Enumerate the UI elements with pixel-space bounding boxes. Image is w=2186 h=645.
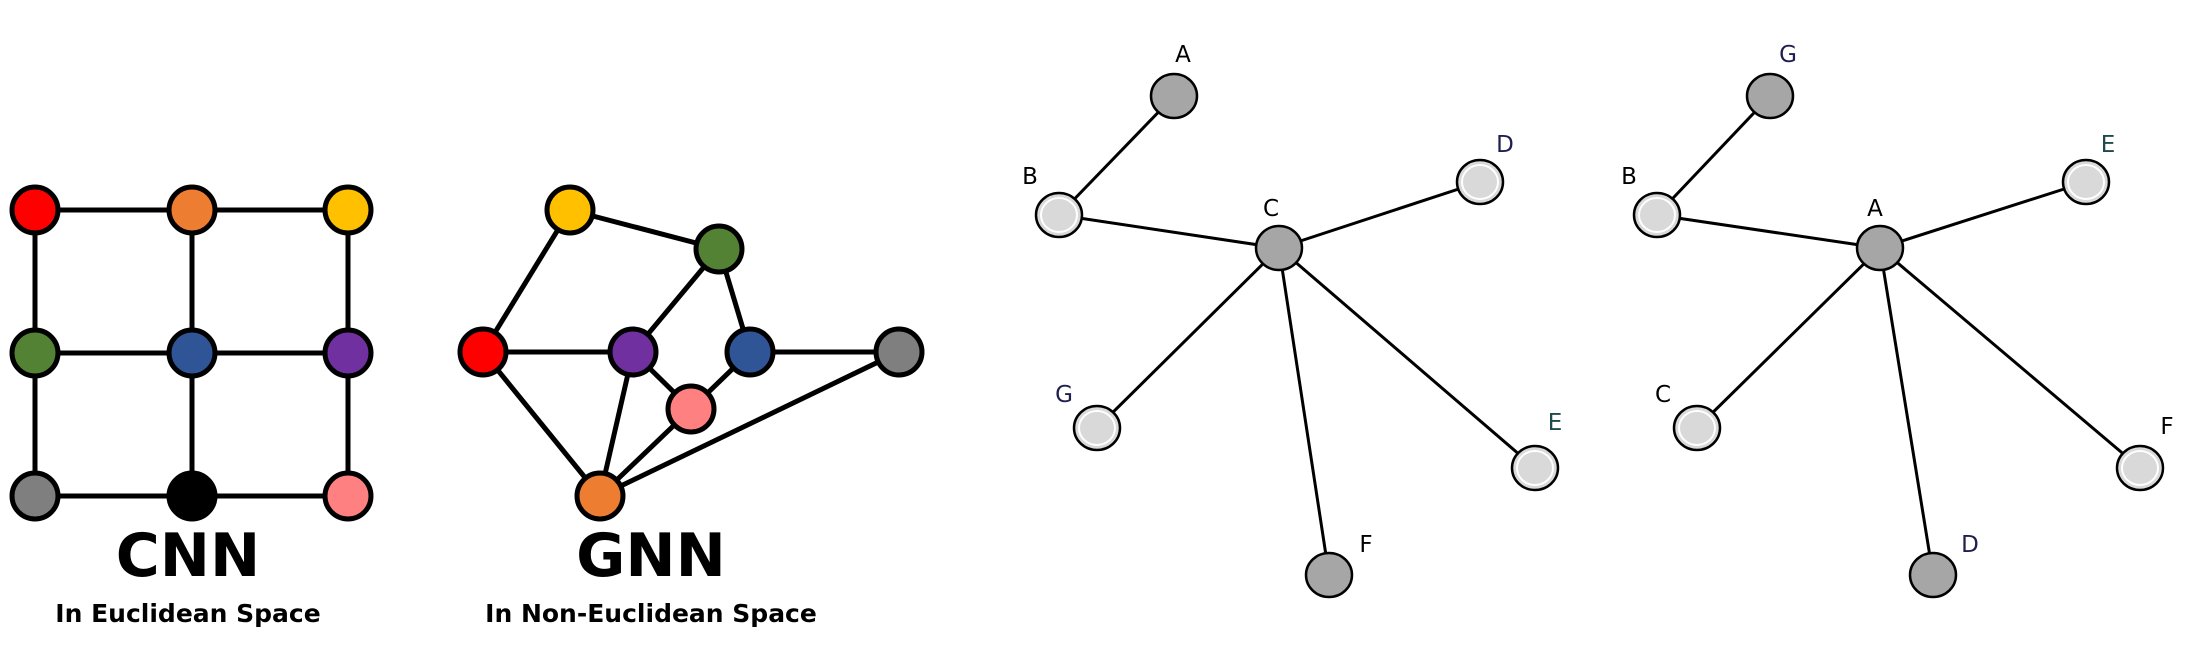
node-yellow [544, 184, 596, 236]
node-label-A: A [1175, 42, 1191, 68]
gnn-title: GNN [576, 521, 726, 591]
node-label-E: E [1548, 410, 1563, 436]
edge-C-F [1277, 247, 1331, 576]
node-r3c2 [166, 470, 218, 522]
edge-A-D [1878, 247, 1935, 576]
node-r2c2 [166, 327, 218, 379]
node-label-B: B [1022, 164, 1038, 190]
edge-G-B [1655, 94, 1772, 217]
edge-C-E [1278, 246, 1536, 470]
node-C-highlight [1678, 410, 1716, 446]
node-label-D: D [1961, 532, 1979, 558]
node-r1c2 [166, 184, 218, 236]
node-gray [873, 326, 925, 378]
node-E-highlight [2067, 164, 2105, 200]
node-F [1304, 551, 1354, 599]
node-label-B: B [1621, 164, 1637, 190]
node-label-G: G [1779, 42, 1797, 68]
node-A [1149, 72, 1199, 120]
gnn-subtitle: In Non-Euclidean Space [485, 599, 817, 628]
node-red [457, 326, 509, 378]
edge-orange-gray [598, 349, 901, 499]
node-label-C: C [1655, 382, 1671, 408]
edge-C-D [1278, 180, 1481, 250]
star-graph-center-c: A B C D G E F [1022, 42, 1563, 599]
node-label-D: D [1496, 132, 1514, 158]
node-B [1632, 191, 1682, 239]
cnn-title: CNN [116, 521, 260, 591]
gnn-graph [457, 184, 925, 522]
node-r2c1 [9, 327, 61, 379]
node-r3c1 [9, 470, 61, 522]
node-F-highlight [2121, 450, 2159, 486]
node-label-A: A [1867, 196, 1883, 222]
node-purple [607, 326, 659, 378]
edge-A-B [1057, 94, 1176, 217]
node-E-highlight [1516, 450, 1554, 486]
node-C [1672, 404, 1722, 452]
edge-A-E [1879, 180, 2087, 250]
edge-yellow-green [569, 207, 720, 252]
node-B [1034, 191, 1084, 239]
star-graph-center-a: G B A E C F D [1621, 42, 2174, 599]
node-r2c3 [322, 327, 374, 379]
node-orange [574, 470, 626, 522]
node-G-highlight [1078, 410, 1116, 446]
node-D [1455, 158, 1505, 206]
edge-C-G [1095, 246, 1281, 430]
node-label-C: C [1263, 196, 1279, 222]
node-label-F: F [2160, 414, 2173, 440]
node-label-G: G [1055, 382, 1073, 408]
node-pink [665, 383, 717, 435]
node-E [1510, 444, 1560, 492]
node-G [1745, 72, 1795, 120]
edge-A-F [1879, 246, 2141, 470]
edge-yellow-red [480, 208, 573, 354]
node-label-F: F [1359, 532, 1372, 558]
node-D-highlight [1461, 164, 1499, 200]
node-C [1254, 224, 1304, 272]
node-D [1908, 551, 1958, 599]
node-r1c3 [322, 184, 374, 236]
node-blue [724, 326, 776, 378]
edge-A-C [1695, 246, 1882, 430]
edge-B-A [1656, 213, 1881, 250]
node-r1c1 [9, 184, 61, 236]
node-B-highlight [1638, 197, 1676, 233]
node-r3c3 [322, 470, 374, 522]
node-label-E: E [2101, 132, 2116, 158]
node-B-highlight [1040, 197, 1078, 233]
cnn-subtitle: In Euclidean Space [55, 599, 320, 628]
node-G [1072, 404, 1122, 452]
edge-B-C [1058, 213, 1280, 250]
node-F [2115, 444, 2165, 492]
node-E [2061, 158, 2111, 206]
node-green [693, 223, 745, 275]
cnn-graph [9, 184, 374, 522]
node-A [1855, 224, 1905, 272]
edge-red-orange [481, 350, 602, 498]
